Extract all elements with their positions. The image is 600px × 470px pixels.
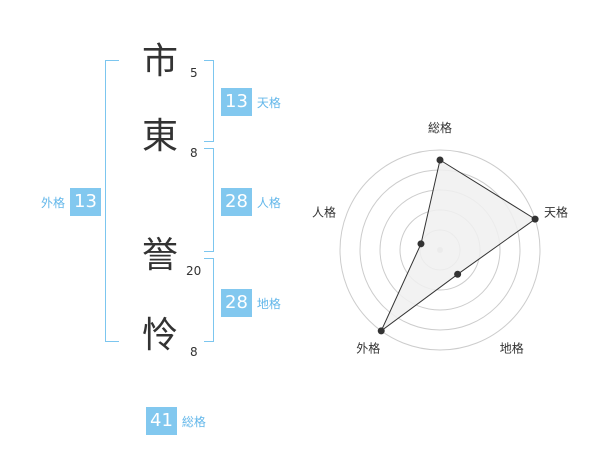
name-char-3: 誉: [142, 235, 179, 276]
radar-axis-label-4: 外格: [356, 341, 380, 356]
radar-axis-label-1: 総格: [428, 120, 452, 135]
stroke-count-3: 20: [186, 264, 202, 278]
gaikaku-value: 13: [70, 188, 101, 216]
radar-grid-ring: [339, 149, 541, 351]
name-char-1: 市: [142, 41, 179, 82]
jinkaku-badge: 28 人格: [221, 188, 281, 216]
soukaku-badge: 41 総格: [146, 407, 206, 435]
stroke-count-4: 8: [190, 345, 198, 359]
radar-point-2: [531, 215, 539, 223]
tenkaku-label: 天格: [256, 95, 281, 110]
gaikaku-badge: 外格 13: [41, 188, 101, 216]
radar-axis-label-5: 人格: [312, 204, 336, 219]
radar-point-1: [436, 156, 444, 164]
radar-point-3: [454, 270, 462, 278]
stroke-count-2: 8: [190, 146, 198, 160]
name-char-4: 怜: [142, 315, 179, 356]
gaikaku-label: 外格: [41, 195, 66, 210]
stroke-count-1: 5: [190, 66, 198, 80]
name-char-2: 東: [142, 116, 179, 157]
radar-axis-label-2: 天格: [544, 204, 568, 219]
chikaku-value: 28: [221, 289, 252, 317]
radar-point-5: [417, 240, 425, 248]
radar-axis-label-3: 地格: [500, 341, 524, 356]
tenkaku-bracket: [204, 60, 214, 142]
tenkaku-badge: 13 天格: [221, 88, 281, 116]
radar-point-4: [377, 327, 385, 335]
tenkaku-value: 13: [221, 88, 252, 116]
chikaku-badge: 28 地格: [221, 289, 281, 317]
jinkaku-value: 28: [221, 188, 252, 216]
chikaku-bracket: [204, 258, 214, 342]
jinkaku-label: 人格: [256, 195, 281, 210]
soukaku-label: 総格: [181, 414, 206, 429]
chikaku-label: 地格: [256, 296, 281, 311]
soukaku-value: 41: [146, 407, 177, 435]
radar-area: [380, 159, 537, 332]
jinkaku-bracket: [204, 148, 214, 252]
gaikaku-bracket: [105, 60, 119, 342]
radar-points: [377, 156, 539, 335]
